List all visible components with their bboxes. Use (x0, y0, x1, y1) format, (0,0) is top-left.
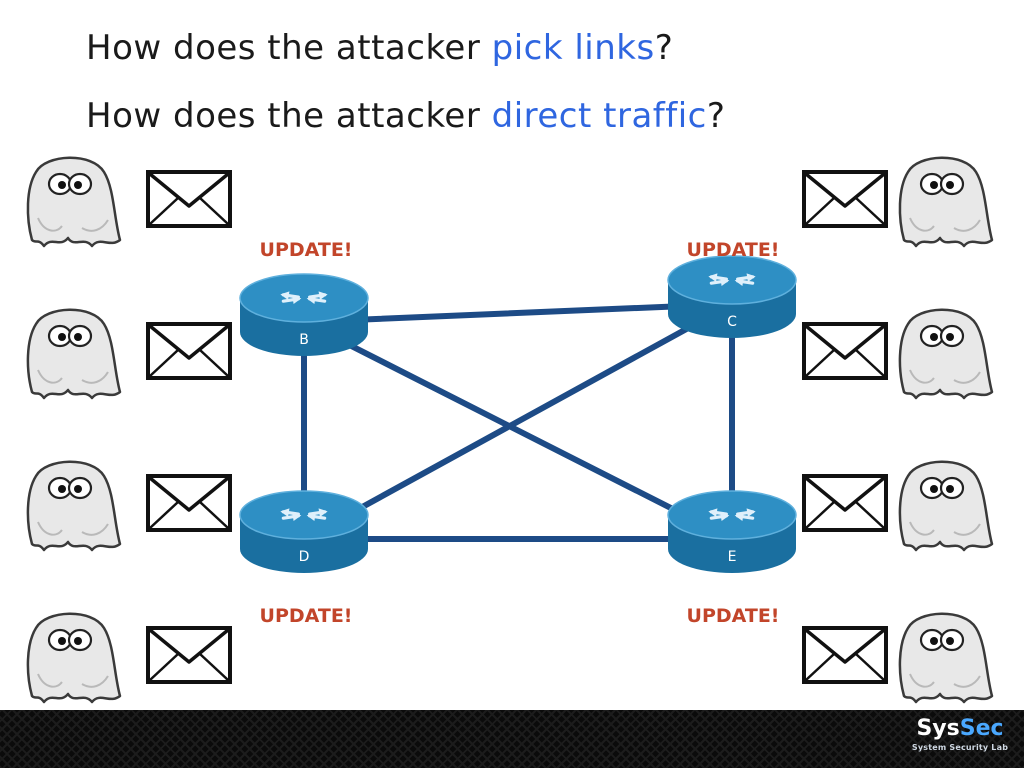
question-highlight: pick links (491, 28, 655, 68)
ghost-icon (26, 156, 122, 248)
update-label: UPDATE! (260, 239, 353, 261)
router-d: D UPDATE! (239, 490, 369, 627)
ghost-icon (898, 612, 994, 704)
router-label: E (728, 549, 737, 565)
router-icon (239, 490, 369, 573)
ghost-icon (898, 460, 994, 552)
envelope-icon (146, 322, 232, 380)
ghost-envelope-layer (26, 156, 994, 704)
question-pick-links: How does the attacker pick links? (86, 28, 673, 68)
router-e: E UPDATE! (667, 490, 797, 627)
links-layer (301, 301, 735, 542)
router-b: B UPDATE! (239, 239, 369, 356)
logo-name-sys: Sys (916, 716, 960, 741)
update-label: UPDATE! (687, 239, 780, 261)
syssec-logo: SysSec System Security Lab (910, 716, 1010, 760)
link-B-E (301, 319, 735, 542)
ghost-icon (898, 308, 994, 400)
envelope-icon (146, 474, 232, 532)
router-icon (239, 273, 369, 356)
envelope-icon (146, 170, 232, 228)
envelope-icon (802, 474, 888, 532)
router-label: C (727, 314, 737, 330)
question-prefix: How does the attacker (86, 96, 492, 136)
envelope-icon (802, 322, 888, 380)
question-direct-traffic: How does the attacker direct traffic? (86, 96, 725, 136)
ghost-icon (26, 308, 122, 400)
footer-bar (0, 710, 1024, 768)
update-label: UPDATE! (260, 605, 353, 627)
routers-layer: B UPDATE! C UPDATE! D UPDATE! E UPDATE! (239, 239, 797, 627)
question-suffix: ? (654, 28, 674, 68)
ghost-icon (898, 156, 994, 248)
link-C-D (301, 301, 735, 542)
logo-subtitle: System Security Lab (911, 743, 1009, 752)
envelope-icon (802, 626, 888, 684)
logo-name-sec: Sec (959, 716, 1004, 741)
envelope-icon (146, 626, 232, 684)
router-icon (667, 255, 797, 338)
update-label: UPDATE! (687, 605, 780, 627)
logo-name: SysSec (910, 716, 1010, 742)
ghost-icon (26, 612, 122, 704)
router-label: B (299, 332, 309, 348)
link-B-C (301, 301, 735, 325)
router-icon (667, 490, 797, 573)
router-label: D (299, 549, 310, 565)
question-suffix: ? (706, 96, 726, 136)
question-prefix: How does the attacker (86, 28, 492, 68)
router-c: C UPDATE! (667, 239, 797, 338)
envelope-icon (802, 170, 888, 228)
ghost-icon (26, 460, 122, 552)
question-highlight: direct traffic (491, 96, 707, 136)
